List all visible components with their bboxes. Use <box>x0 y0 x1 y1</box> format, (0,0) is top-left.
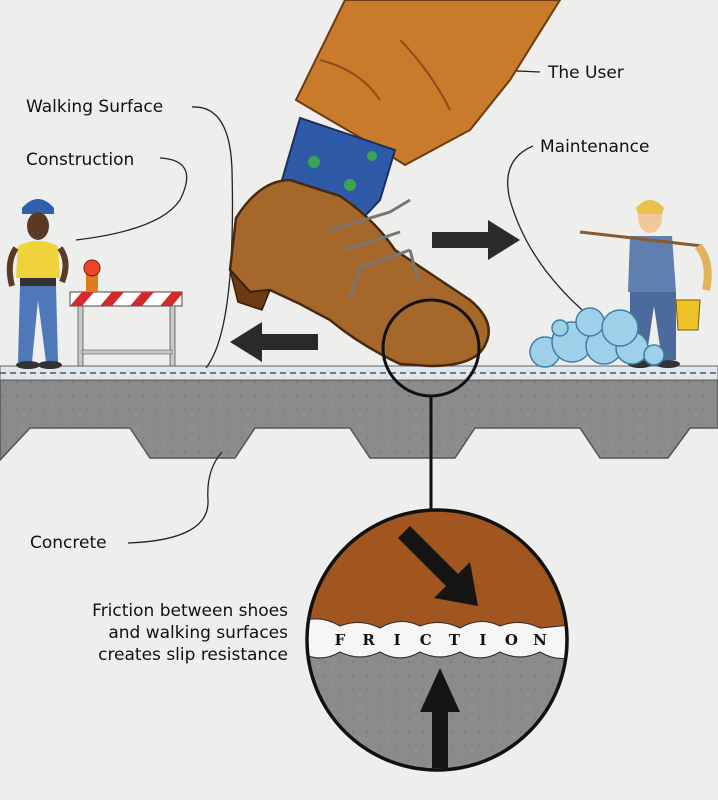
label-concrete: Concrete <box>30 533 107 553</box>
friction-letter: I <box>394 631 401 649</box>
friction-letter: N <box>533 631 547 649</box>
leader-maintenance <box>507 145 601 326</box>
pants-fold <box>319 39 451 111</box>
arrow-left <box>230 322 318 362</box>
leader-construction <box>75 157 188 241</box>
sock-dot <box>367 151 377 161</box>
friction-letter: R <box>362 631 375 649</box>
label-walking-surface: Walking Surface <box>26 97 164 117</box>
label-construction: Construction <box>26 150 135 170</box>
leader-walking-surface <box>191 106 234 369</box>
shoe-heel <box>229 269 272 311</box>
label-maintenance: Maintenance <box>540 137 650 157</box>
concrete-slab <box>0 379 718 462</box>
sock-dot <box>308 156 320 168</box>
zoom-circle-border <box>305 508 569 772</box>
caption-line: creates slip resistance <box>98 645 288 665</box>
caption: Friction between shoes and walking surfa… <box>20 600 288 666</box>
shoe-laces <box>329 198 420 299</box>
caption-line: Friction between shoes <box>92 601 288 621</box>
barricade <box>69 259 183 367</box>
caption-line: and walking surfaces <box>108 623 288 643</box>
friction-letter: O <box>505 631 518 649</box>
soap-bubbles <box>529 307 665 368</box>
construction-worker <box>6 199 69 369</box>
zoom-arrow-down <box>398 526 478 606</box>
label-the-user: The User <box>548 63 624 83</box>
friction-letter: F <box>335 631 346 649</box>
zoom-arrow-up <box>420 668 460 768</box>
leader-concrete <box>127 451 223 544</box>
friction-letter: I <box>479 631 486 649</box>
sock-dot <box>344 179 356 191</box>
friction-letter: C <box>420 631 432 649</box>
friction-letter: T <box>449 631 461 649</box>
arrow-right <box>432 220 520 260</box>
walking-surface-layer <box>0 365 718 381</box>
pants-leg <box>294 0 562 167</box>
